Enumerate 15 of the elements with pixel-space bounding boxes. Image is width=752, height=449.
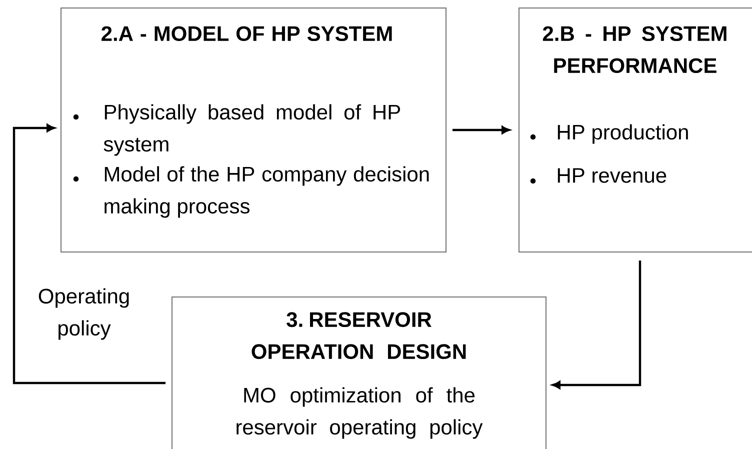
edge-label: Operating policy [38,288,129,340]
box-heading: 3. RESERVOIR OPERATION DESIGN [252,312,466,360]
bullet-item: HP revenue [530,168,666,184]
bullet-item: Model of the HP company decision making process [73,166,429,218]
bullet-item: HP production [530,124,688,144]
arrow [452,126,510,134]
box-heading: 2.A - MODEL OF HP SYSTEM [102,26,392,42]
bullet-item: Physically based model of HP system [73,104,400,156]
arrow [552,260,642,389]
process-box [60,8,446,252]
box-text: MO optimization of the reservoir operating policy [236,387,483,439]
process-box [172,296,546,449]
arrow [12,124,166,384]
process-box [518,8,752,252]
box-heading: 2.B - HP SYSTEM PERFORMANCE [542,26,726,74]
